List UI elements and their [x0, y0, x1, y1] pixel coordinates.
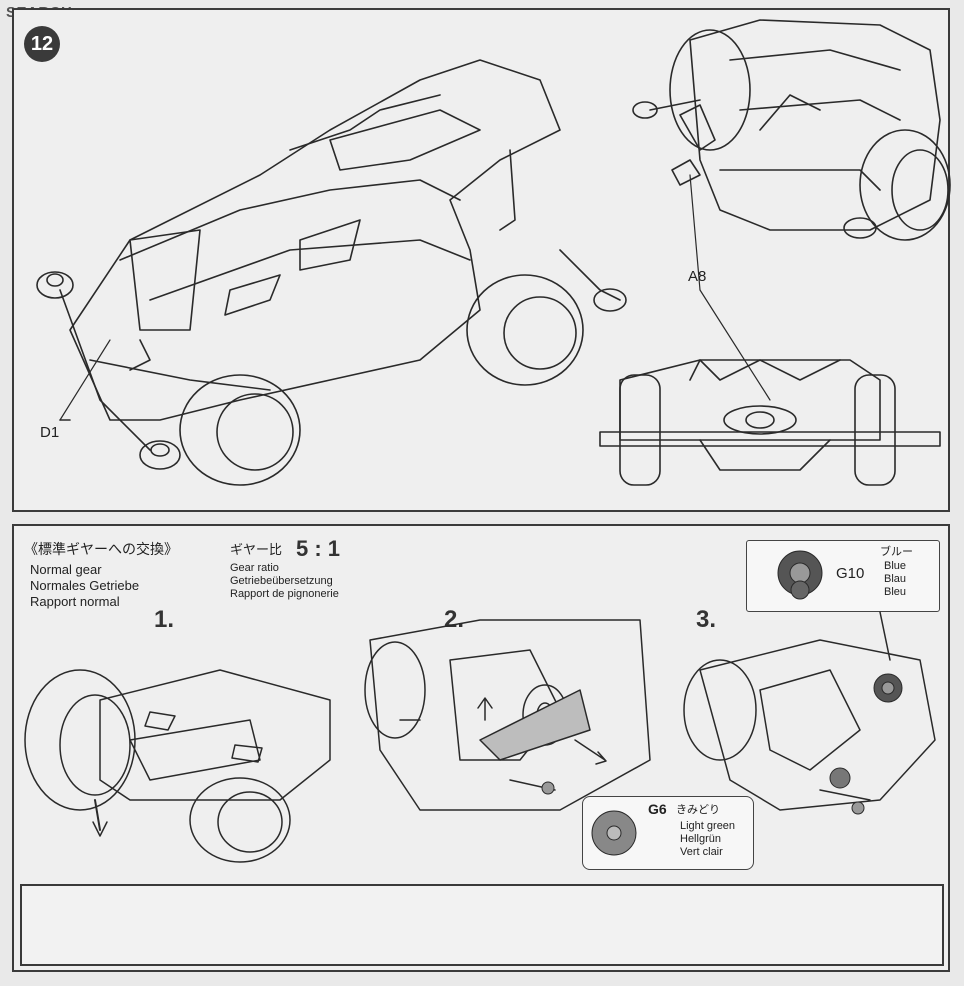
car-illustration-main [36, 59, 627, 486]
gear-icons [541, 550, 903, 856]
g10-de: Blau [884, 573, 907, 585]
step-1-illustration [24, 669, 331, 863]
g6-fr: Vert clair [680, 846, 723, 858]
normal-gear-de: Normales Getriebe [30, 578, 140, 593]
ratio-en: Gear ratio [230, 562, 279, 574]
ratio-fr: Rapport de pignonerie [230, 588, 339, 600]
g6-en: Light green [680, 820, 736, 832]
g10-jp: ブルー [880, 546, 913, 558]
step-3-label: 3. [696, 606, 717, 633]
g6-de: Hellgrün [680, 833, 721, 845]
part-label-d1: D1 [40, 424, 60, 441]
car-illustration-back-view [599, 359, 941, 486]
assembly-panel-top [12, 8, 950, 512]
normal-gear-en: Normal gear [30, 562, 102, 577]
g6-code: G6 [648, 801, 667, 817]
normal-gear-fr: Rapport normal [30, 594, 120, 609]
g10-code: G10 [836, 565, 865, 582]
step-1-label: 1. [154, 606, 175, 633]
step-3-illustration [683, 611, 936, 811]
g10-fr: Bleu [884, 586, 907, 598]
ratio-title: ギヤー比 [230, 542, 283, 557]
step-number-badge: 12 [24, 26, 60, 62]
g6-jp: きみどり [676, 804, 720, 816]
ratio-value: 5 : 1 [296, 536, 341, 561]
notes-box [20, 884, 944, 966]
gear-section-title: 《標準ギヤーへの交換》 [24, 541, 178, 557]
step-2-illustration [364, 619, 651, 811]
car-illustration-rear [632, 19, 951, 241]
part-label-a8: A8 [688, 268, 707, 285]
g10-en: Blue [884, 560, 907, 572]
ratio-de: Getriebeübersetzung [230, 575, 333, 587]
